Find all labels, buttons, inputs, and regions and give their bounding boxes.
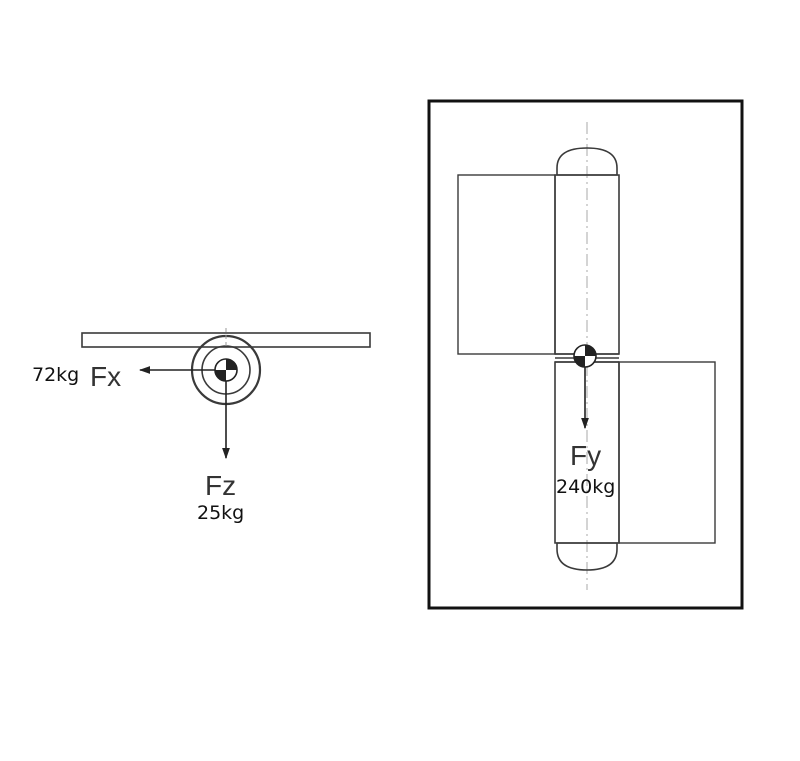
- fx-symbol: Fx: [90, 361, 122, 392]
- fy-value: 240kg: [556, 476, 616, 498]
- side-view: [81, 328, 371, 460]
- fz-symbol: Fz: [205, 470, 237, 501]
- center-of-mass-symbol-side: [214, 358, 238, 382]
- front-view: [427, 99, 744, 610]
- bottom-cap: [556, 542, 618, 571]
- fz-value: 25kg: [197, 502, 245, 524]
- center-of-mass-symbol-front: [573, 344, 597, 368]
- hinge-plate-side: [81, 332, 371, 348]
- lower-hinge-leaf: [618, 361, 716, 544]
- fx-value: 72kg: [32, 364, 80, 386]
- fy-symbol: Fy: [570, 440, 602, 471]
- top-cap: [556, 147, 618, 176]
- upper-hinge-leaf: [457, 174, 556, 355]
- front-view-frame: [427, 99, 744, 610]
